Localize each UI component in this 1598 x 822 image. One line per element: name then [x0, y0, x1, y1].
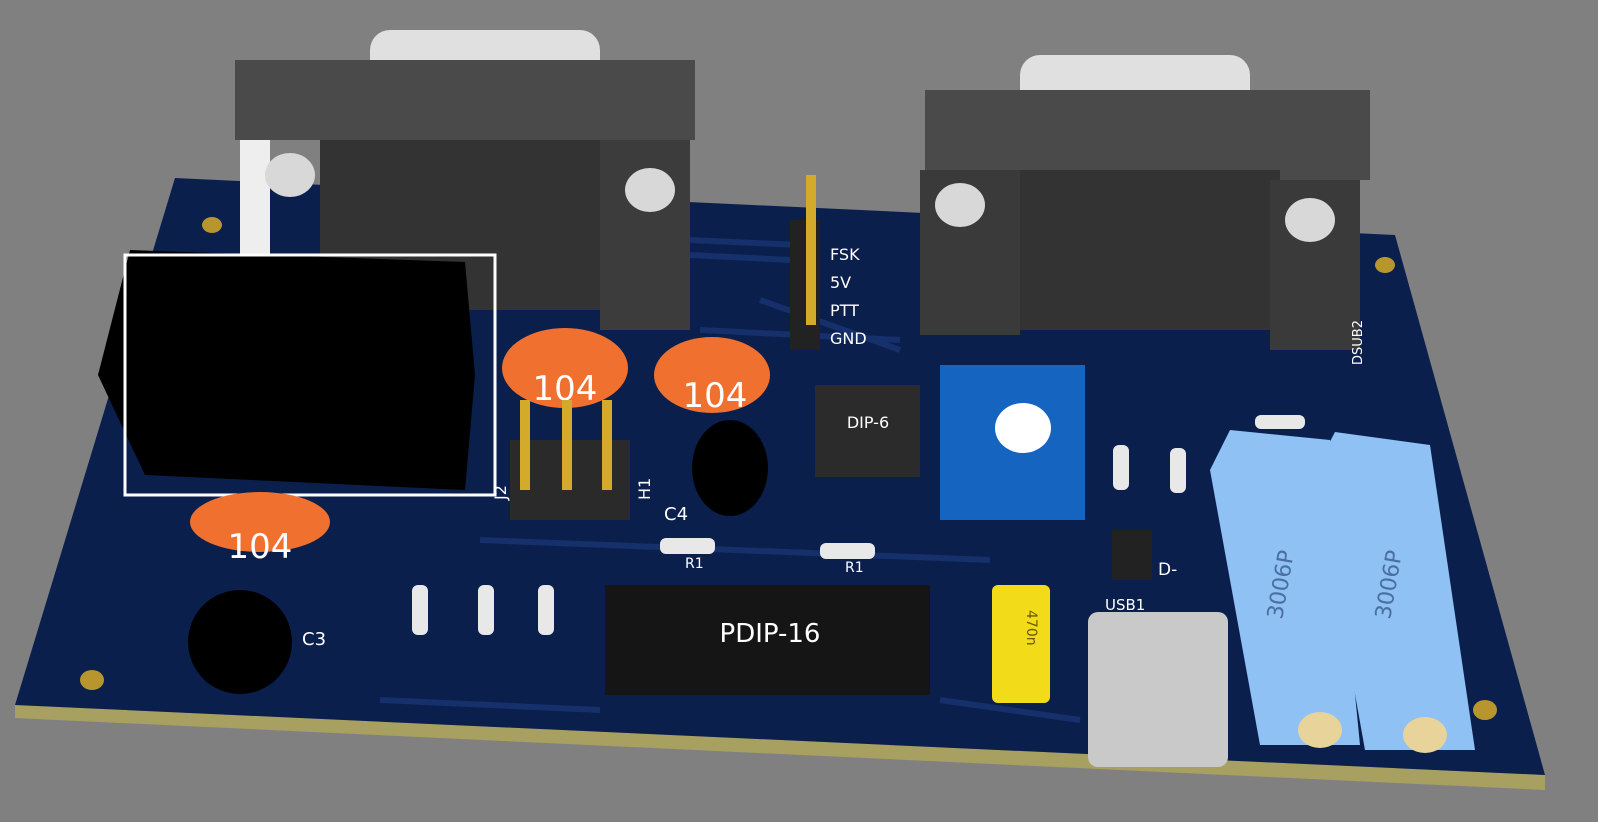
board-edge	[15, 705, 1545, 790]
d-minus-jumper	[1112, 530, 1152, 580]
usb-label: USB1	[1105, 596, 1145, 614]
r1-label-b: R1	[845, 560, 864, 576]
ceramic-cap-3	[190, 492, 330, 552]
mounting-holes	[80, 217, 1497, 720]
cap-2-value: 104	[683, 376, 748, 416]
resistors	[412, 415, 1305, 635]
relay-outline	[123, 253, 497, 497]
electrolytic-cap-c4	[692, 420, 768, 516]
header-label-fsk: FSK	[830, 245, 860, 264]
r1-label-a: R1	[685, 556, 704, 572]
header-label-5v: 5V	[830, 273, 851, 292]
relay-block	[98, 250, 475, 490]
ceramic-cap-1	[502, 328, 628, 408]
h1-label: H1	[635, 478, 654, 500]
multiturn-pot-2	[1315, 432, 1475, 753]
film-cap-value: 470n	[1023, 610, 1039, 646]
pdip16-ic	[605, 585, 930, 695]
dsub-connector-left	[235, 30, 695, 330]
header-label-ptt: PTT	[830, 301, 859, 320]
electrolytic-cap-c3	[188, 590, 292, 694]
film-cap	[992, 585, 1050, 703]
j2-label: J2	[491, 485, 510, 501]
c4-label: C4	[664, 504, 688, 525]
dip6-ic	[815, 385, 920, 477]
header-label-gnd: GND	[830, 329, 867, 348]
cap-3-value: 104	[228, 527, 293, 567]
jumper-headers	[510, 400, 630, 520]
trimmer-screw	[995, 403, 1051, 453]
d-minus-label: D-	[1158, 560, 1177, 580]
dip6-label: DIP-6	[847, 413, 889, 432]
pdip16-label: PDIP-16	[720, 619, 821, 649]
pin-header-4	[790, 175, 820, 350]
ceramic-cap-2	[654, 337, 770, 413]
usb-connector	[1088, 612, 1228, 767]
c3-label: C3	[302, 629, 326, 650]
dsub-connector-right	[920, 55, 1370, 350]
dsub-label: DSUB2	[1351, 320, 1366, 365]
